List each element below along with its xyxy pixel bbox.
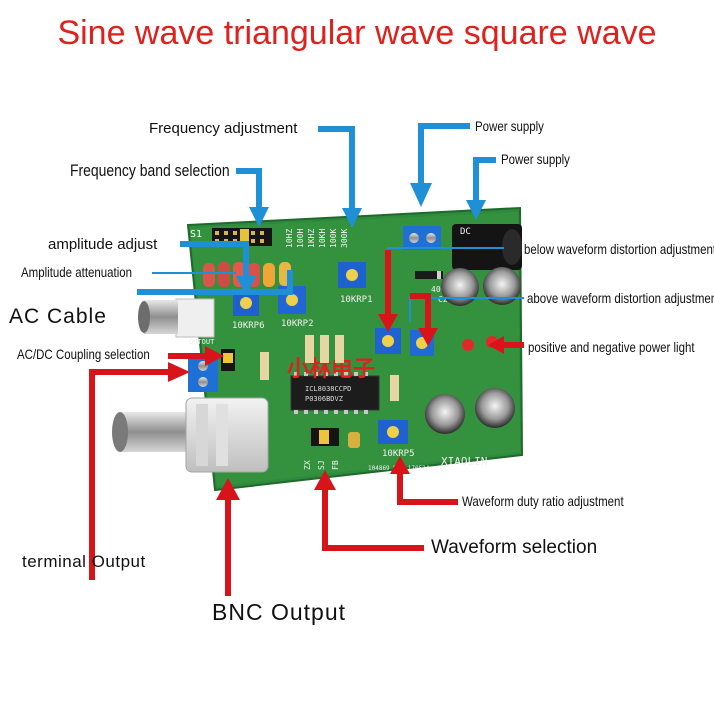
waveform-jumper: ZX SJ FB xyxy=(303,428,340,470)
blue-arrowheads xyxy=(236,183,486,296)
diode: 4007 C2 xyxy=(415,271,450,304)
brand-chinese: 小林电子 xyxy=(287,357,375,382)
label-ac-dc-coupling: AC/DC Coupling selection xyxy=(17,346,150,362)
band-label-10hz: 10HZ xyxy=(285,229,294,248)
output-label: OUTOUT xyxy=(189,338,215,346)
dc-label: DC xyxy=(460,227,471,237)
frequency-pot: 10KRP1 xyxy=(338,262,373,305)
electrolytic-capacitors xyxy=(425,267,521,434)
arrowhead-bnc-output xyxy=(216,478,240,500)
small-components xyxy=(260,335,399,448)
pot-label-rp2: 10KRP2 xyxy=(281,319,314,329)
band-label-10kh: 10KH xyxy=(318,229,327,248)
ic-chip: ICL8038CCPD P0306BDVZ xyxy=(290,372,380,414)
arrowhead-frequency-adjustment xyxy=(342,208,362,228)
brand-name: XIAOLIN xyxy=(441,455,487,468)
coupling-jumper: OUTOUT xyxy=(189,338,235,371)
switch-label: S1 xyxy=(190,229,202,240)
label-power-supply-1: Power supply xyxy=(475,118,544,134)
leader-above-red xyxy=(410,293,431,332)
leader-power-supply-1 xyxy=(418,123,470,186)
band-label-1khz: 1KHZ xyxy=(307,229,316,248)
arrowhead-power-supply-1 xyxy=(410,183,432,207)
label-below-distortion: below waveform distortion adjustment xyxy=(524,241,714,257)
label-bnc-output: BNC Output xyxy=(212,599,346,625)
arrowhead-coupling xyxy=(205,346,224,366)
arrowhead-above-distortion xyxy=(418,328,438,346)
jumper-label-zx: ZX xyxy=(303,460,312,470)
pot-label-rp5: 10KRP5 xyxy=(382,449,415,459)
label-amplitude-adjust: amplitude adjust xyxy=(48,236,158,253)
arrowhead-below-distortion xyxy=(378,314,398,332)
leader-duty-ratio xyxy=(397,470,458,505)
ac-cable-connector xyxy=(138,298,215,338)
jumper-label-sj: SJ xyxy=(317,460,326,470)
leader-frequency-adjustment xyxy=(318,126,355,214)
leader-band-selection xyxy=(236,168,262,213)
page-title: Sine wave triangular wave square wave xyxy=(57,14,657,52)
leader-amplitude-adjust xyxy=(180,241,249,280)
label-power-light: positive and negative power light xyxy=(528,339,695,355)
arrowhead-terminal-output xyxy=(168,362,190,382)
leader-power-supply-2 xyxy=(473,157,496,203)
red-leader-lines xyxy=(89,250,524,596)
label-frequency-band-selection: Frequency band selection xyxy=(70,161,230,180)
chip-lot-number: P0306BDVZ xyxy=(305,395,343,403)
arrowhead-duty-ratio xyxy=(390,456,410,474)
arrowhead-waveform-selection xyxy=(314,470,336,490)
arrowhead-power-supply-2 xyxy=(466,200,486,220)
red-arrowheads xyxy=(168,314,504,500)
arrowhead-band-selection xyxy=(249,207,269,227)
blue-leader-lines xyxy=(137,123,496,295)
label-power-supply-2: Power supply xyxy=(501,151,570,167)
label-ac-cable: AC Cable xyxy=(9,305,107,328)
label-terminal-output: terminal Output xyxy=(22,552,146,571)
pot-label-rp6: 10KRP6 xyxy=(232,321,265,331)
band-label-100k: 100K xyxy=(329,229,338,248)
chip-part-number: ICL8038CCPD xyxy=(305,385,351,393)
band-label-100h: 100H xyxy=(296,229,305,248)
leader-amplitude-attenuation xyxy=(285,270,293,295)
jumper-label-fb: FB xyxy=(331,460,340,470)
leader-terminal-output xyxy=(89,369,172,580)
diode-label: 4007 xyxy=(431,285,450,294)
arrowhead-power-light xyxy=(488,336,504,354)
cap-label: C2 xyxy=(438,295,448,304)
label-waveform-selection: Waveform selection xyxy=(431,537,598,558)
bnc-connector xyxy=(112,397,269,473)
arrowhead-amplitude-adjust xyxy=(236,276,256,296)
label-amplitude-attenuation: Amplitude attenuation xyxy=(21,264,133,280)
label-above-distortion: above waveform distortion adjustment xyxy=(527,290,714,306)
output-terminal-block xyxy=(188,356,218,392)
band-label-300k: 300K xyxy=(340,229,349,248)
label-frequency-adjustment: Frequency adjustment xyxy=(149,120,298,137)
leader-waveform-selection xyxy=(322,486,424,551)
pot-label-rp1: 10KRP1 xyxy=(340,295,373,305)
power-terminal-block xyxy=(403,226,441,250)
band-labels: 10HZ 100H 1KHZ 10KH 100K 300K xyxy=(285,229,349,248)
label-duty-ratio: Waveform duty ratio adjustment xyxy=(462,493,624,509)
